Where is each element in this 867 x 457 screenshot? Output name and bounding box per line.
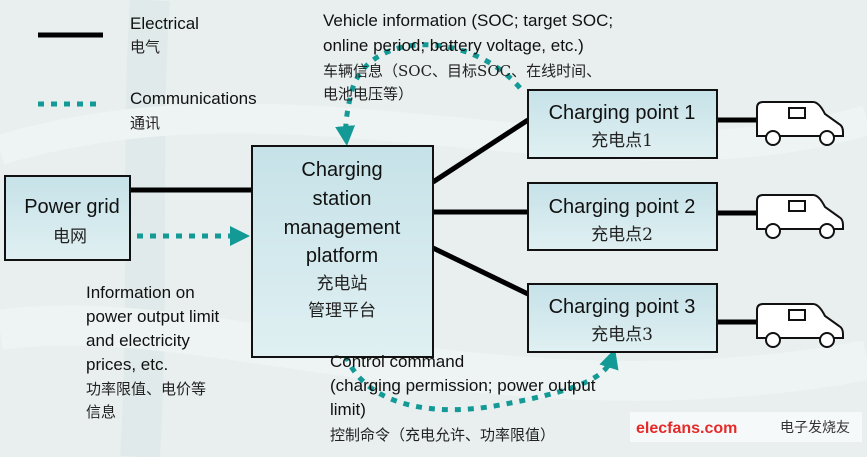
cp2-label: Charging point 2 — [549, 196, 696, 218]
legend-communications-label: Communications — [130, 89, 257, 108]
cp1-label: Charging point 1 — [549, 102, 696, 124]
vehicle-info-annotation: Vehicle information (SOC; target SOC; on… — [323, 11, 613, 103]
charging-point-3: Charging point 3 充电点3 — [527, 283, 718, 353]
vehicle-info-line-3: 车辆信息（SOC、目标SOC、在线时间、 — [323, 62, 601, 80]
vehicle-info-line-2: online period; battery voltage, etc.) — [323, 36, 584, 55]
power-grid-label: Power grid — [24, 196, 120, 218]
platform-line-4: platform — [306, 245, 378, 267]
watermark-cn: 电子发烧友 — [780, 420, 850, 436]
grid-info-line-5: 功率限值、电价等 — [86, 380, 206, 398]
cp3-cn: 充电点3 — [591, 325, 653, 345]
control-command-comm-arrow — [337, 329, 619, 413]
vehicle-info-line-4: 电池电压等） — [323, 85, 413, 103]
control-line-1: Control command — [330, 352, 464, 371]
charging-point-2: Charging point 2 充电点2 — [527, 182, 718, 251]
charging-point-1: Charging point 1 充电点1 — [527, 89, 718, 159]
platform-to-cp3-line — [431, 245, 530, 297]
grid-info-line-6: 信息 — [86, 403, 116, 421]
platform-line-1: Charging — [301, 159, 382, 181]
grid-info-line-4: prices, etc. — [86, 355, 168, 374]
power-grid-cn: 电网 — [53, 227, 87, 247]
cp1-cn: 充电点1 — [591, 131, 653, 151]
vehicle-info-line-1: Vehicle information (SOC; target SOC; — [323, 11, 613, 30]
legend-electrical-label: Electrical — [130, 14, 199, 33]
power-grid-node: Power grid 电网 — [4, 175, 131, 261]
cp3-label: Charging point 3 — [549, 296, 696, 318]
control-command-annotation: Control command (charging permission; po… — [330, 352, 596, 444]
grid-info-line-2: power output limit — [86, 307, 220, 326]
legend-communications-cn: 通讯 — [130, 114, 160, 132]
vehicle-icon — [756, 194, 844, 239]
watermark-site: elecfans.com — [636, 420, 737, 437]
control-line-2: (charging permission; power output — [330, 376, 596, 395]
grid-info-line-3: and electricity — [86, 331, 190, 350]
grid-info-annotation: Information on power output limit and el… — [86, 283, 220, 421]
control-line-3: limit) — [330, 400, 366, 419]
platform-line-3: management — [284, 217, 401, 239]
management-platform-node: Charging station management platform 充电站… — [251, 145, 434, 358]
platform-line-2: station — [313, 188, 372, 210]
vehicle-icon — [756, 101, 844, 146]
platform-cn-1: 充电站 — [317, 274, 368, 294]
legend-electrical-cn: 电气 — [130, 38, 160, 56]
cp2-cn: 充电点2 — [591, 225, 653, 245]
control-line-4: 控制命令（充电允许、功率限值） — [330, 426, 555, 444]
grid-info-line-1: Information on — [86, 283, 195, 302]
platform-cn-2: 管理平台 — [308, 301, 376, 321]
platform-to-cp1-line — [431, 117, 530, 185]
watermark: elecfans.com 电子发烧友 — [630, 412, 862, 442]
vehicle-icon — [756, 303, 844, 348]
legend: Electrical 电气 Communications 通讯 — [38, 14, 257, 132]
